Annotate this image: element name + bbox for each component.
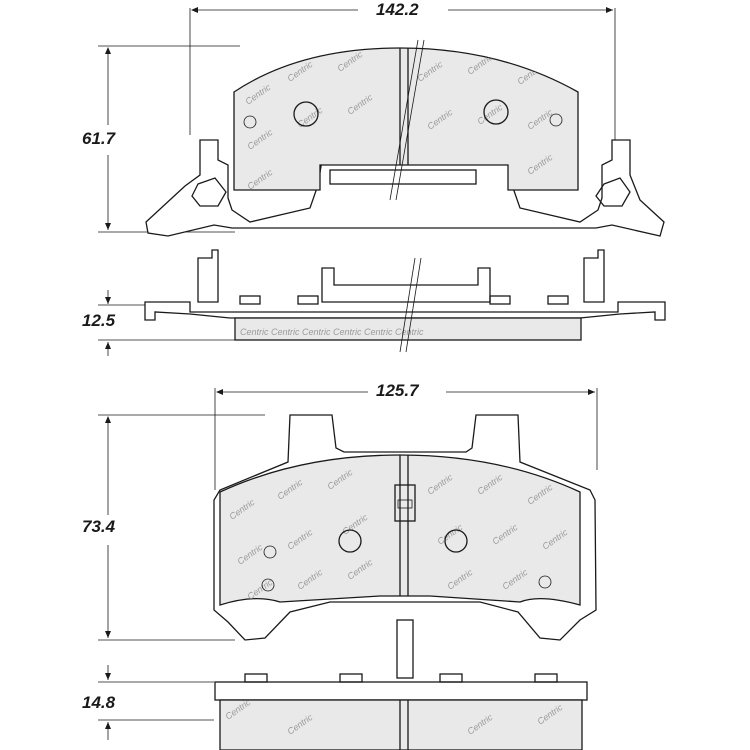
- bottom-thickness-dimension: [98, 665, 214, 740]
- bottom-pad-edge-view: Centric Centric Centric Centric: [214, 673, 588, 750]
- bottom-height-dimension: [98, 414, 265, 641]
- svg-text:Centric Centric Centric: Centric Centric Centric Centric Centric …: [240, 327, 424, 337]
- top-thickness-label: 12.5: [82, 311, 116, 330]
- top-thickness-dimension: [98, 290, 235, 356]
- top-backing-plate: [145, 139, 665, 237]
- top-pad-edge-view: Centric Centric Centric Centric Centric …: [144, 249, 666, 353]
- bottom-pad-front-view: Centric Centric Centric Centric Centric …: [213, 414, 597, 679]
- top-width-label: 142.2: [376, 0, 419, 19]
- top-pad-front-view: Centric Centric Centric Centric Centric …: [145, 39, 665, 237]
- bottom-height-label: 73.4: [82, 517, 116, 536]
- top-width-dimension: [189, 7, 616, 140]
- bottom-thickness-label: 14.8: [82, 693, 116, 712]
- top-friction-pad: [233, 47, 579, 191]
- top-height-label: 61.7: [82, 129, 116, 148]
- bottom-width-label: 125.7: [376, 381, 419, 400]
- bottom-width-dimension: [214, 388, 598, 490]
